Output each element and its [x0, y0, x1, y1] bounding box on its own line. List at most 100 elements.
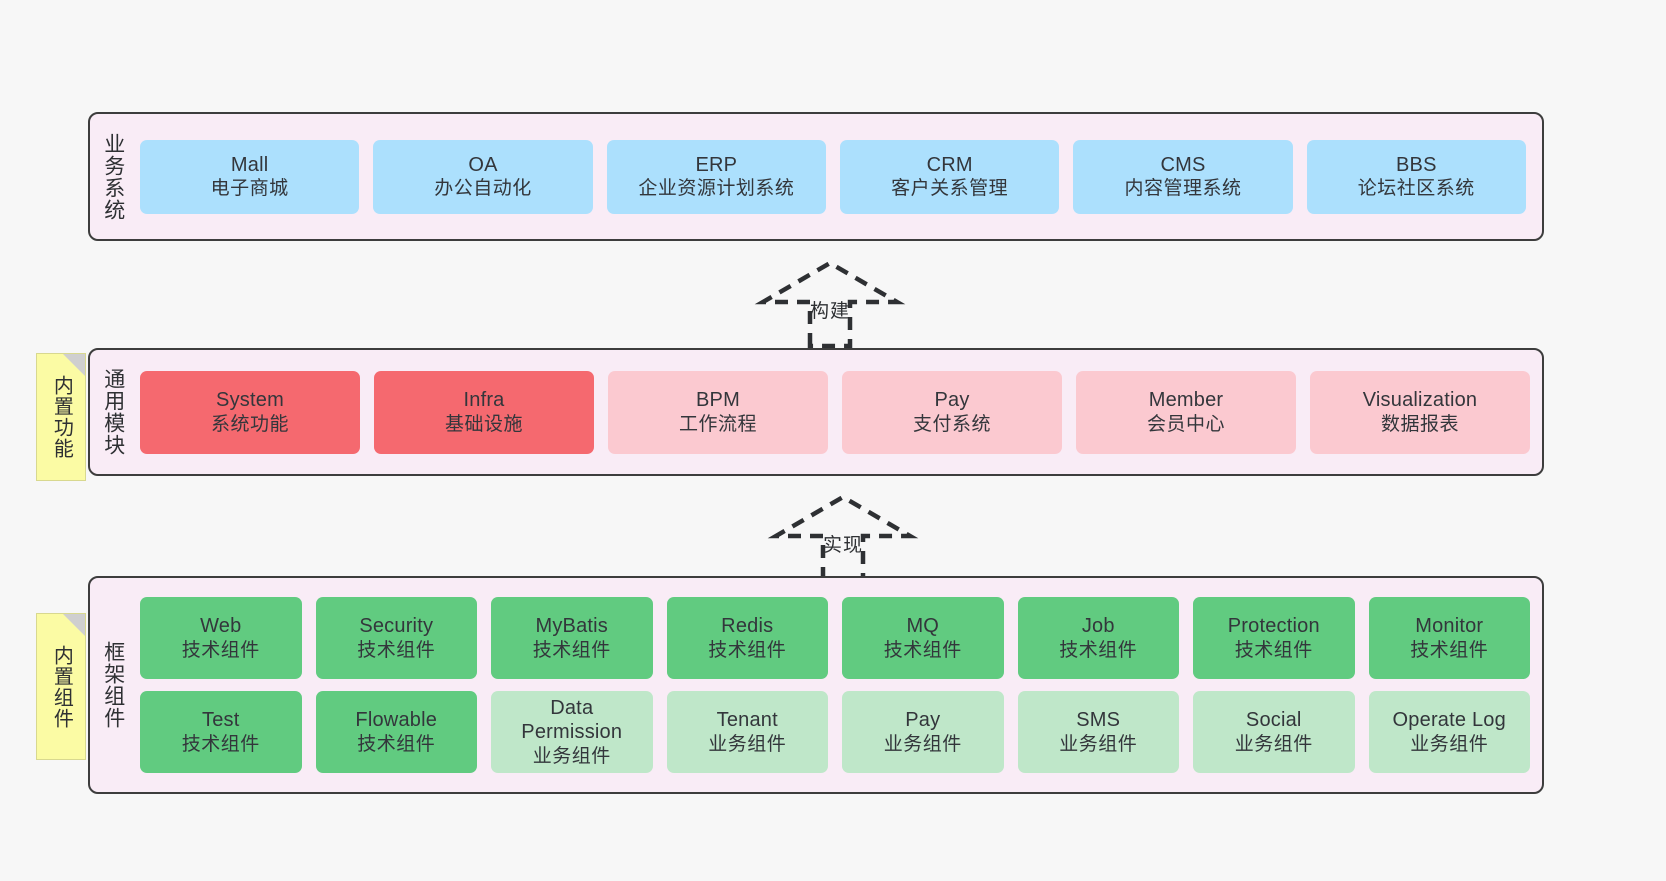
layer-framework-body: Web 技术组件 Security 技术组件 MyBatis 技术组件 Redi…: [136, 578, 1542, 792]
card-title-cn: 客户关系管理: [891, 178, 1009, 200]
component-card-protection[interactable]: Protection 技术组件: [1193, 597, 1355, 679]
card-title-en: Tenant: [716, 709, 778, 732]
module-card-system[interactable]: System 系统功能: [140, 370, 360, 454]
component-card-test[interactable]: Test 技术组件: [140, 691, 302, 773]
framework-tech-row: Web 技术组件 Security 技术组件 MyBatis 技术组件 Redi…: [140, 597, 1530, 679]
layer-business-body: Mall 电子商城 OA 办公自动化 ERP 企业资源计划系统 CRM 客户关系…: [136, 114, 1542, 239]
layer-framework-title: 框架组件: [101, 641, 125, 729]
business-card-oa[interactable]: OA 办公自动化: [373, 139, 593, 214]
card-title-en: Monitor: [1415, 615, 1484, 638]
card-title-en: MyBatis: [535, 615, 609, 638]
card-title-en: Security: [359, 615, 434, 638]
card-title-cn: 企业资源计划系统: [638, 178, 795, 200]
card-title-cn: 技术组件: [181, 733, 260, 755]
card-title-cn: 系统功能: [210, 413, 289, 435]
connector-build-arrow: 构建: [754, 258, 906, 358]
card-title-cn: 技术组件: [1234, 639, 1313, 661]
component-card-security[interactable]: Security 技术组件: [315, 597, 477, 679]
sticky-note-label: 内置组件: [50, 644, 73, 729]
layer-modules-body: System 系统功能 Infra 基础设施 BPM 工作流程 Pay 支付系统…: [136, 350, 1542, 474]
business-card-crm[interactable]: CRM 客户关系管理: [839, 139, 1060, 214]
business-card-cms[interactable]: CMS 内容管理系统: [1073, 139, 1293, 214]
card-title-en: Test: [202, 709, 240, 732]
card-title-cn: 技术组件: [532, 639, 611, 661]
card-title-en: BPM: [696, 389, 740, 412]
card-title-cn: 数据报表: [1380, 413, 1459, 435]
business-card-row: Mall 电子商城 OA 办公自动化 ERP 企业资源计划系统 CRM 客户关系…: [140, 139, 1526, 214]
card-title-cn: 论坛社区系统: [1357, 178, 1475, 200]
card-title-cn: 业务组件: [708, 733, 787, 755]
card-title-en: OA: [468, 153, 498, 176]
business-card-erp[interactable]: ERP 企业资源计划系统: [606, 139, 826, 214]
card-title-en: Redis: [721, 615, 774, 638]
modules-card-row: System 系统功能 Infra 基础设施 BPM 工作流程 Pay 支付系统…: [140, 370, 1530, 454]
card-title-en: MQ: [906, 615, 940, 638]
card-title-en: Pay: [905, 709, 941, 732]
layer-general-modules: 通用模块 System 系统功能 Infra 基础设施 BPM 工作流程 Pay…: [88, 348, 1544, 476]
card-title-cn: 支付系统: [912, 413, 991, 435]
component-card-sms[interactable]: SMS 业务组件: [1017, 691, 1179, 773]
component-card-monitor[interactable]: Monitor 技术组件: [1368, 597, 1530, 679]
module-card-bpm[interactable]: BPM 工作流程: [608, 370, 828, 454]
business-card-mall[interactable]: Mall 电子商城: [140, 139, 360, 214]
component-card-social[interactable]: Social 业务组件: [1193, 691, 1355, 773]
module-card-visualization[interactable]: Visualization 数据报表: [1310, 370, 1530, 454]
card-title-cn: 办公自动化: [434, 178, 532, 200]
component-card-data-permission[interactable]: Data Permission 业务组件: [491, 691, 653, 773]
card-title-en: Mall: [230, 153, 269, 176]
component-card-pay[interactable]: Pay 业务组件: [842, 691, 1004, 773]
card-title-cn: 技术组件: [883, 639, 962, 661]
card-title-cn: 基础设施: [444, 413, 523, 435]
component-card-mq[interactable]: MQ 技术组件: [842, 597, 1004, 679]
card-title-cn: 电子商城: [210, 178, 289, 200]
card-title-cn: 技术组件: [1410, 639, 1489, 661]
layer-business-title: 业务系统: [101, 132, 125, 221]
card-title-en: SMS: [1076, 709, 1121, 732]
card-title-cn: 业务组件: [532, 745, 611, 767]
card-title-en: Infra: [463, 389, 505, 412]
card-title-cn: 技术组件: [1059, 639, 1138, 661]
card-title-en: System: [216, 389, 284, 412]
card-title-en: BBS: [1395, 153, 1437, 176]
component-card-tenant[interactable]: Tenant 业务组件: [666, 691, 828, 773]
component-card-mybatis[interactable]: MyBatis 技术组件: [491, 597, 653, 679]
layer-framework-components: 框架组件 Web 技术组件 Security 技术组件 MyBatis 技术组件…: [88, 576, 1544, 794]
component-card-flowable[interactable]: Flowable 技术组件: [315, 691, 477, 773]
component-card-operate-log[interactable]: Operate Log 业务组件: [1368, 691, 1530, 773]
module-card-pay[interactable]: Pay 支付系统: [842, 370, 1062, 454]
card-title-en: Member: [1148, 389, 1224, 412]
framework-business-row: Test 技术组件 Flowable 技术组件 Data Permission …: [140, 691, 1530, 773]
component-card-web[interactable]: Web 技术组件: [140, 597, 302, 679]
card-title-cn: 技术组件: [357, 733, 436, 755]
card-title-cn: 业务组件: [1410, 733, 1489, 755]
card-title-en: CMS: [1160, 153, 1206, 176]
card-title-en: ERP: [695, 153, 738, 176]
card-title-en: Operate Log: [1392, 709, 1506, 732]
card-title-en: Visualization: [1362, 389, 1478, 412]
card-title-en: Data Permission: [521, 697, 623, 744]
card-title-cn: 工作流程: [678, 413, 757, 435]
card-title-cn: 会员中心: [1146, 413, 1225, 435]
module-card-infra[interactable]: Infra 基础设施: [374, 370, 594, 454]
card-title-en: Social: [1245, 709, 1302, 732]
business-card-bbs[interactable]: BBS 论坛社区系统: [1306, 139, 1526, 214]
card-title-en: Pay: [934, 389, 970, 412]
component-card-redis[interactable]: Redis 技术组件: [666, 597, 828, 679]
card-title-en: Protection: [1227, 615, 1320, 638]
card-title-cn: 业务组件: [1059, 733, 1138, 755]
card-title-cn: 业务组件: [1234, 733, 1313, 755]
card-title-cn: 内容管理系统: [1124, 178, 1242, 200]
card-title-cn: 业务组件: [883, 733, 962, 755]
sticky-note-built-in-functions: 内置功能: [36, 353, 86, 481]
component-card-job[interactable]: Job 技术组件: [1017, 597, 1179, 679]
layer-modules-title: 通用模块: [101, 368, 125, 456]
card-title-en: Web: [200, 615, 242, 638]
sticky-note-built-in-components: 内置组件: [36, 613, 86, 760]
module-card-member[interactable]: Member 会员中心: [1076, 370, 1296, 454]
card-title-cn: 技术组件: [708, 639, 787, 661]
sticky-note-label: 内置功能: [50, 375, 73, 459]
dashed-up-arrow-icon: [754, 260, 906, 349]
card-title-cn: 技术组件: [181, 639, 260, 661]
layer-business-systems: 业务系统 Mall 电子商城 OA 办公自动化 ERP 企业资源计划系统 CRM…: [88, 112, 1544, 241]
card-title-en: Job: [1081, 615, 1115, 638]
